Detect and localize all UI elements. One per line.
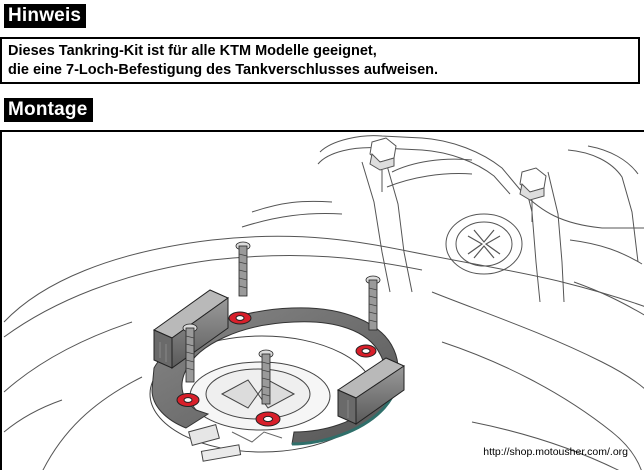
right-mounting-block: [336, 357, 406, 425]
montage-heading: Montage: [4, 98, 93, 122]
ring-mounting-holes: [176, 311, 377, 427]
hinweis-note-line-1: Dieses Tankring-Kit ist für alle KTM Mod…: [8, 43, 377, 59]
mounting-screws: [182, 241, 381, 405]
screw-top: [235, 241, 251, 297]
screw-right: [365, 275, 381, 331]
screw-left: [182, 323, 198, 383]
screw-front: [258, 349, 274, 405]
hinweis-note-box: Dieses Tankring-Kit ist für alle KTM Mod…: [0, 37, 640, 84]
source-url-caption: http://shop.motousher.com/.org: [483, 446, 628, 458]
montage-figure: http://shop.motousher.com/.org: [0, 130, 644, 470]
hinweis-heading: Hinweis: [4, 4, 87, 28]
motorcycle-frame-lines: [3, 135, 644, 470]
hinweis-note-line-2: die eine 7-Loch-Befestigung des Tankvers…: [8, 62, 439, 78]
tankring-assembly-illustration: [3, 135, 644, 470]
